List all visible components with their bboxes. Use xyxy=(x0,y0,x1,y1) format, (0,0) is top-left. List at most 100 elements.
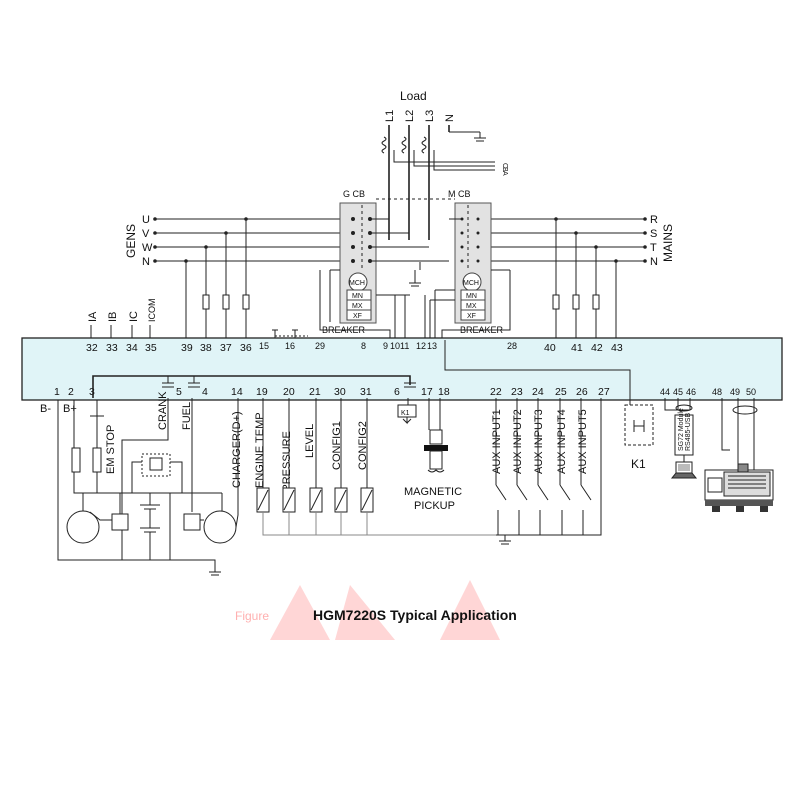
terminal-18: 18 xyxy=(438,386,450,398)
magnetic-pickup-label-2: PICKUP xyxy=(414,500,455,512)
rs485-label: RS485-USB xyxy=(685,413,692,451)
terminal-35: 35 xyxy=(145,342,157,354)
terminal-20: 20 xyxy=(283,386,295,398)
terminal-31: 31 xyxy=(360,386,372,398)
terminal-30: 30 xyxy=(334,386,346,398)
terminal-6: 6 xyxy=(394,386,400,398)
terminal-39: 39 xyxy=(181,342,193,354)
terminal-1: 1 xyxy=(54,386,60,398)
terminal-40: 40 xyxy=(544,342,556,354)
input-config1: CONFIG1 xyxy=(331,421,343,470)
terminal-24: 24 xyxy=(532,386,544,398)
phase-lines: GENS U V W N R S T N MAINS xyxy=(124,214,675,268)
mains-label: MAINS xyxy=(661,224,675,262)
terminal-10: 10 xyxy=(390,341,400,351)
input-crank: CRANK xyxy=(157,391,169,430)
b-minus-label: B- xyxy=(40,403,51,415)
internal-wires xyxy=(92,340,631,405)
aux-input-1: AUX INPUT1 xyxy=(491,409,503,474)
terminal-17: 17 xyxy=(421,386,433,398)
load-line-l1: L1 xyxy=(384,110,396,122)
gcb-label: G CB xyxy=(343,189,365,199)
terminal-22: 22 xyxy=(490,386,502,398)
terminal-38: 38 xyxy=(200,342,212,354)
terminal-25: 25 xyxy=(555,386,567,398)
terminal-28: 28 xyxy=(507,341,517,351)
current-sensing: IA IB IC ICOM xyxy=(87,299,157,340)
k1-contactor-label: K1 xyxy=(631,457,646,471)
terminal-32: 32 xyxy=(86,342,98,354)
top-terminals: 32 33 34 35 39 38 37 36 15 16 29 8 9 10 … xyxy=(86,341,623,354)
load-section: Load L1 L2 L3 N C B A xyxy=(381,89,508,240)
load-line-n: N xyxy=(444,114,456,122)
terminal-4: 4 xyxy=(202,386,208,398)
load-line-l2: L2 xyxy=(404,110,416,122)
terminal-46: 46 xyxy=(686,387,696,397)
mains-phase-t: T xyxy=(650,242,657,254)
mains-phase-s: S xyxy=(650,228,657,240)
mains-phase-n: N xyxy=(650,256,658,268)
voltage-sensing xyxy=(184,217,618,340)
gens-phase-n: N xyxy=(142,256,150,268)
terminal-33: 33 xyxy=(106,342,118,354)
gens-phase-v: V xyxy=(142,228,150,240)
terminal-16: 16 xyxy=(285,341,295,351)
terminal-49: 49 xyxy=(730,387,740,397)
terminal-43: 43 xyxy=(611,342,623,354)
terminal-9: 9 xyxy=(383,341,388,351)
gen-breaker: G CB MCH MN MX XF BREAKER xyxy=(322,189,449,335)
terminal-48: 48 xyxy=(712,387,722,397)
terminal-44: 44 xyxy=(660,387,670,397)
input-fuel: FUEL xyxy=(181,402,193,430)
ct-tap-a: A xyxy=(501,171,508,176)
terminal-15: 15 xyxy=(259,341,269,351)
terminal-36: 36 xyxy=(240,342,252,354)
aux-inputs: AUX INPUT1 AUX INPUT2 AUX INPUT3 AUX INP… xyxy=(491,398,602,545)
aux-input-2: AUX INPUT2 xyxy=(512,409,524,474)
input-level: LEVEL xyxy=(304,424,316,458)
bottom-terminals: 1 2 3 5 4 14 19 20 21 30 31 6 17 18 22 2… xyxy=(54,386,756,398)
load-line-l3: L3 xyxy=(424,110,436,122)
input-em-stop: EM STOP xyxy=(105,425,117,474)
terminal-21: 21 xyxy=(309,386,321,398)
mains-phase-r: R xyxy=(650,214,658,226)
aux-input-3: AUX INPUT3 xyxy=(533,409,545,474)
mcb-mn: MN xyxy=(466,293,477,300)
current-label-icom: ICOM xyxy=(147,299,157,323)
terminal-29: 29 xyxy=(315,341,325,351)
mcb-mch: MCH xyxy=(463,280,479,287)
ct-tap-c: C xyxy=(501,163,508,168)
terminal-37: 37 xyxy=(220,342,232,354)
aux-input-4: AUX INPUT4 xyxy=(556,409,568,474)
terminal-11: 11 xyxy=(400,341,409,351)
module-label: SG72 Module xyxy=(678,408,685,451)
terminal-23: 23 xyxy=(511,386,523,398)
terminal-5: 5 xyxy=(176,386,182,398)
current-label-ic: IC xyxy=(128,311,140,322)
input-charger: CHARGER(D+) xyxy=(231,411,243,488)
terminal-2: 2 xyxy=(68,386,74,398)
b-plus-label: B+ xyxy=(63,403,77,415)
terminal-42: 42 xyxy=(591,342,603,354)
power-supply: B- B+ xyxy=(40,400,222,576)
gens-label: GENS xyxy=(124,224,138,258)
terminal-45: 45 xyxy=(673,387,683,397)
terminal-34: 34 xyxy=(126,342,138,354)
current-label-ia: IA xyxy=(87,311,99,322)
terminal-50: 50 xyxy=(746,387,756,397)
mcb-xf: XF xyxy=(467,313,476,320)
terminal-8: 8 xyxy=(361,341,366,351)
load-label: Load xyxy=(400,89,427,103)
mcb-mx: MX xyxy=(466,303,477,310)
terminal-27: 27 xyxy=(598,386,610,398)
terminal-12: 12 xyxy=(416,341,426,351)
page-title: HGM7220S Typical Application xyxy=(313,607,517,623)
terminal-13: 13 xyxy=(427,341,437,351)
comms-and-genset: SG72 Module RS485-USB xyxy=(664,398,774,512)
watermark: Figure xyxy=(235,580,500,640)
k1-relay-label: K1 xyxy=(401,410,410,417)
gens-phase-w: W xyxy=(142,242,153,254)
terminal-14: 14 xyxy=(231,386,243,398)
terminal-41: 41 xyxy=(571,342,583,354)
